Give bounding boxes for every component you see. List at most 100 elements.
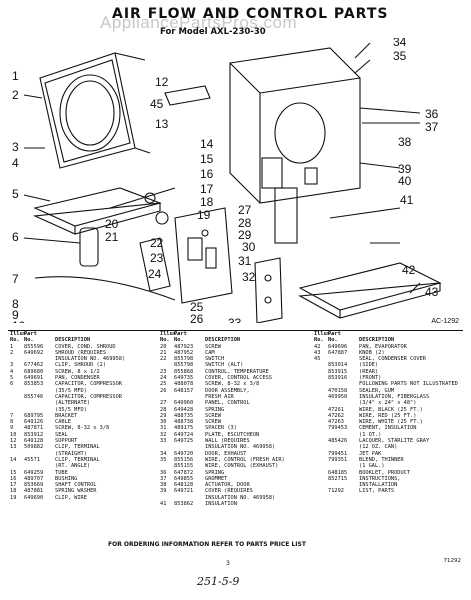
callout-33: 33 bbox=[228, 316, 242, 323]
table-row: INSULATION NO. 469958) bbox=[205, 494, 276, 501]
callout-21: 21 bbox=[105, 230, 119, 244]
table-row: (STRAIGHT) bbox=[55, 450, 87, 457]
callout-19: 19 bbox=[197, 208, 211, 222]
exhaust-door-drawing bbox=[164, 85, 211, 106]
callout-39: 39 bbox=[398, 162, 412, 176]
table-header: No.No.DESCRIPTION bbox=[10, 337, 91, 344]
table-row: (1 GAL.) bbox=[359, 463, 385, 470]
callout-27: 27 bbox=[238, 203, 252, 217]
callout-17: 17 bbox=[200, 182, 214, 196]
callout-7: 7 bbox=[12, 272, 19, 286]
callout-8: 8 bbox=[12, 297, 19, 311]
exploded-parts-diagram: 1 2 3 4 5 6 7 8 9 12 45 13 14 15 16 17 1… bbox=[12, 38, 442, 323]
callout-2: 2 bbox=[12, 88, 19, 102]
control-shaft-drawing bbox=[109, 187, 176, 209]
callout-35: 35 bbox=[393, 49, 407, 63]
filter-cover-drawing bbox=[274, 187, 298, 244]
table-row: 853916(FRONT) bbox=[328, 375, 382, 382]
escutcheon-plate-drawing bbox=[254, 257, 283, 323]
table-row: INSULATION NO. 469958) bbox=[205, 444, 276, 451]
table-row: FOLLOWING PARTS NOT ILLUSTRATED bbox=[359, 381, 458, 388]
callout-25: 25 bbox=[190, 300, 204, 314]
condenser-pan-drawing bbox=[32, 187, 162, 235]
callout-10: 10 bbox=[12, 319, 26, 323]
bushing-drawing bbox=[144, 192, 156, 204]
document-code: 71292 bbox=[443, 558, 462, 564]
callout-43: 43 bbox=[425, 285, 439, 299]
callout-36: 36 bbox=[425, 107, 439, 121]
diagram-part-code: AC-1292 bbox=[431, 318, 459, 325]
table-header: No.No.DESCRIPTION bbox=[314, 337, 395, 344]
callout-18: 18 bbox=[200, 195, 214, 209]
watermark: AppliancePartsPros.com bbox=[100, 13, 298, 32]
callout-22: 22 bbox=[150, 236, 164, 250]
table-row: (35/5 MFD) bbox=[55, 406, 87, 413]
table-row: (35/5 MFD) bbox=[55, 387, 87, 394]
callout-30: 30 bbox=[242, 240, 256, 254]
callout-42: 42 bbox=[402, 263, 416, 277]
table-row: INSULATION NO. 469958) bbox=[55, 356, 126, 363]
air-housing-drawing bbox=[229, 47, 361, 204]
table-row: (12 OZ. CAN) bbox=[359, 444, 398, 451]
callout-29: 29 bbox=[238, 228, 252, 242]
page-title: AIR FLOW AND CONTROL PARTS bbox=[112, 6, 389, 22]
callout-16: 16 bbox=[200, 167, 214, 181]
callout-3: 3 bbox=[12, 140, 19, 154]
callout-4: 4 bbox=[12, 156, 19, 170]
callout-6: 6 bbox=[12, 230, 19, 244]
callout-1: 1 bbox=[12, 69, 19, 83]
table-row: (ALTERNATE) bbox=[55, 400, 91, 407]
callout-15: 15 bbox=[200, 152, 214, 166]
ordering-footer: FOR ORDERING INFORMATION REFER TO PARTS … bbox=[108, 541, 306, 548]
control-panel-drawing bbox=[174, 207, 233, 304]
callout-40: 40 bbox=[398, 174, 412, 188]
support-drawing bbox=[139, 237, 171, 292]
table-top-rule bbox=[8, 330, 463, 331]
callout-38: 38 bbox=[398, 135, 412, 149]
table-header: Illus.Part bbox=[314, 331, 341, 337]
capacitor-drawing bbox=[79, 227, 99, 267]
callout-26: 26 bbox=[190, 312, 204, 323]
callout-41: 41 bbox=[400, 193, 414, 207]
callout-28: 28 bbox=[238, 216, 252, 230]
model-subtitle: For Model AXL-230-30 bbox=[160, 27, 266, 37]
cable-drawing bbox=[34, 276, 176, 301]
callout-32: 32 bbox=[242, 270, 256, 284]
table-row: 853914(SIDE) bbox=[328, 362, 379, 369]
